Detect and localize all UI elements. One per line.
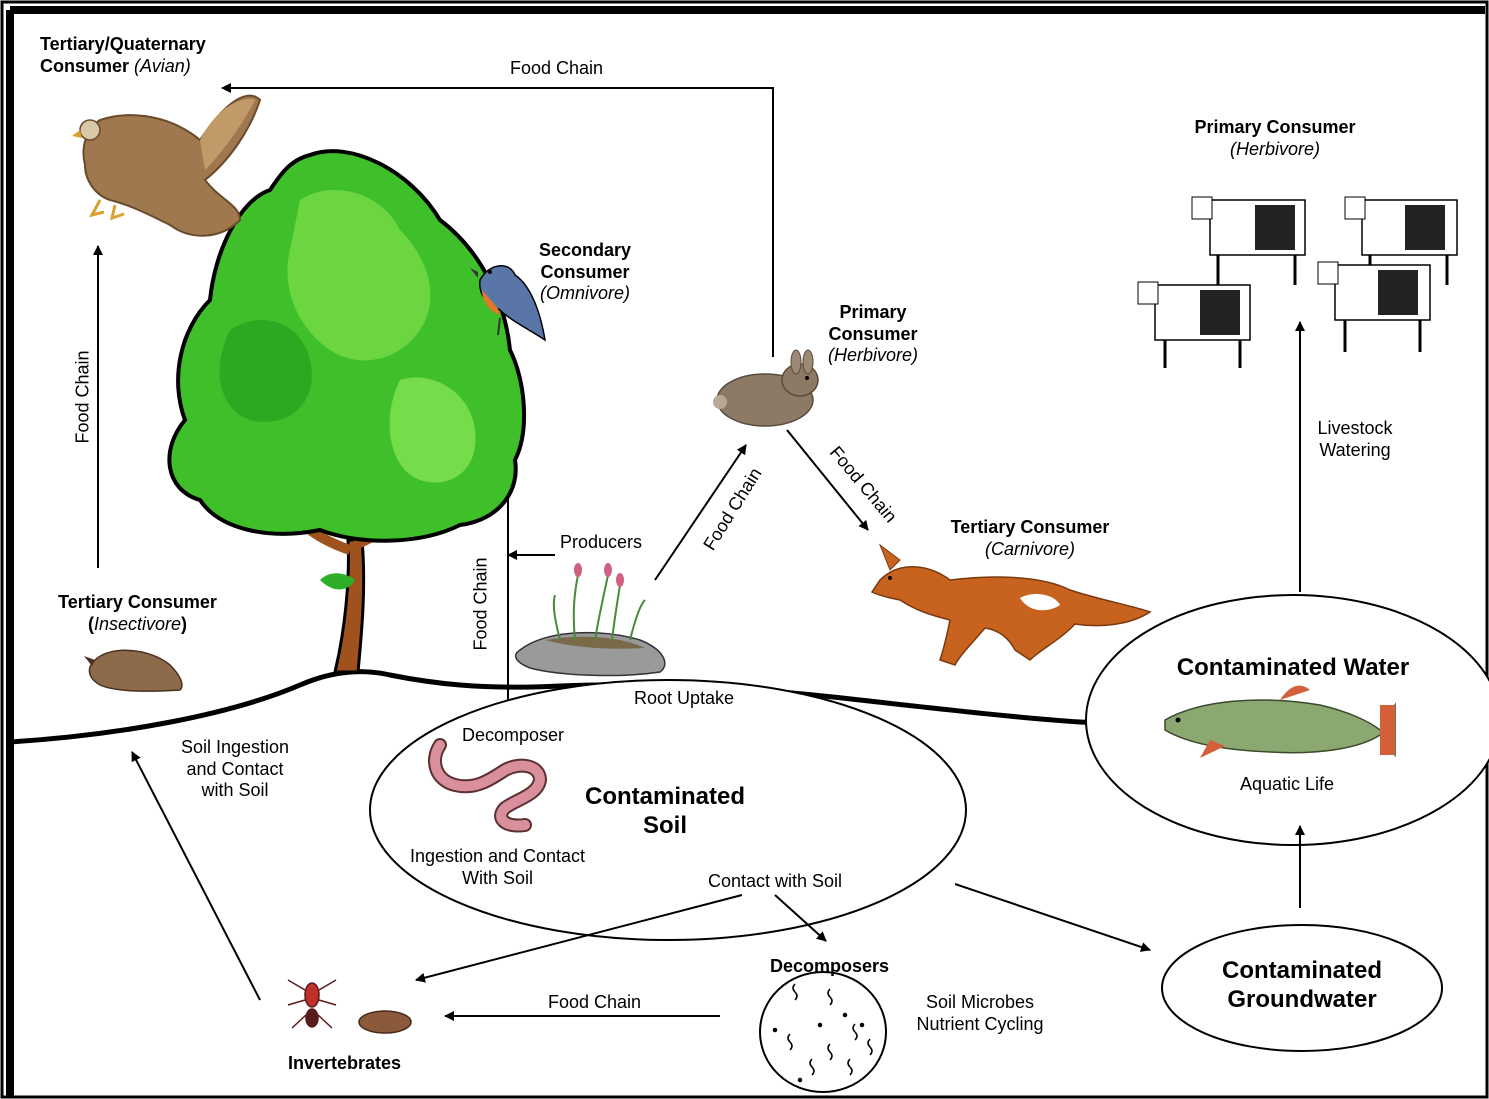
contaminated-soil-line1: Contaminated bbox=[584, 783, 745, 810]
decomposers-label: Decomposers bbox=[770, 956, 890, 976]
livestock-line2: Watering bbox=[1319, 439, 1391, 460]
primary-rabbit-line2: Consumer bbox=[828, 323, 918, 344]
consumer-word: Consumer bbox=[40, 55, 130, 76]
secondary-consumer-label: Secondary Consumer (Omnivore) bbox=[520, 240, 650, 305]
contaminated-water-label: Contaminated Water bbox=[1176, 654, 1410, 681]
tertiary-fox-line1: Tertiary Consumer bbox=[950, 517, 1110, 537]
contaminated-groundwater-line1: Contaminated bbox=[1221, 957, 1382, 984]
decomposers-circle bbox=[759, 971, 887, 1093]
rabbit-illustration bbox=[713, 349, 819, 427]
soil-microbes-line2: Nutrient Cycling bbox=[916, 1013, 1044, 1034]
arrow-food-chain-top bbox=[221, 83, 774, 357]
insectivore-close-paren: ) bbox=[181, 613, 188, 634]
soil-ingestion-line3: with Soil bbox=[201, 780, 269, 801]
primary-rabbit-line1: Primary bbox=[839, 302, 907, 322]
tertiary-quaternary-line2: Consumer (Avian) bbox=[40, 56, 250, 78]
small-bird-illustration bbox=[470, 265, 547, 342]
soil-microbes-line1: Soil Microbes bbox=[925, 992, 1035, 1012]
contaminated-soil-ellipse bbox=[369, 679, 967, 941]
arrow-soil-to-groundwater bbox=[954, 883, 1151, 952]
invertebrates-label: Invertebrates bbox=[288, 1053, 402, 1073]
arrow-soil-to-decomposers bbox=[774, 894, 827, 942]
aquatic-life-label: Aquatic Life bbox=[1240, 774, 1335, 794]
insectivore-line: (Insectivore) bbox=[30, 614, 245, 636]
herbivore-rabbit-label: (Herbivore) bbox=[827, 345, 919, 366]
insectivore-label: Insectivore bbox=[93, 613, 182, 634]
root-uptake-label: Root Uptake bbox=[634, 688, 735, 708]
contaminated-soil-label: Contaminated Soil bbox=[565, 783, 765, 841]
tertiary-quaternary-line1: Tertiary/Quaternary bbox=[40, 34, 206, 54]
soil-ingestion-label: Soil Ingestion and Contact with Soil bbox=[160, 737, 310, 802]
contaminated-groundwater-label: Contaminated Groundwater bbox=[1182, 957, 1422, 1015]
eagle-illustration bbox=[72, 94, 262, 237]
fox-illustration bbox=[870, 543, 1152, 666]
insectivore-open-paren: ( bbox=[87, 613, 94, 634]
primary-consumer-cows-label: Primary Consumer (Herbivore) bbox=[1165, 117, 1385, 160]
worm-illustration bbox=[428, 738, 548, 833]
arrow-food-chain-diag-up bbox=[654, 444, 747, 581]
microbes-illustration bbox=[772, 983, 873, 1083]
tertiary-quaternary-label: Tertiary/Quaternary Consumer (Avian) bbox=[40, 34, 250, 77]
ingestion-contact-line2: With Soil bbox=[461, 867, 533, 888]
ingestion-contact-line1: Ingestion and Contact bbox=[409, 846, 586, 866]
primary-cow-line1: Primary Consumer bbox=[1194, 117, 1356, 137]
arrow-soil-to-invertebrates bbox=[415, 894, 743, 983]
food-chain-bottom-label: Food Chain bbox=[548, 992, 642, 1012]
livestock-line1: Livestock bbox=[1317, 418, 1393, 438]
contaminated-groundwater-line2: Groundwater bbox=[1227, 985, 1377, 1013]
producers-label: Producers bbox=[560, 532, 643, 552]
carnivore-label: (Carnivore) bbox=[984, 538, 1076, 559]
soil-ingestion-line2: and Contact bbox=[186, 758, 284, 779]
secondary-line2: Consumer bbox=[540, 261, 630, 282]
tertiary-consumer-mole-label: Tertiary Consumer (Insectivore) bbox=[30, 592, 245, 635]
decomposer-label: Decomposer bbox=[462, 725, 565, 745]
invertebrates-illustration bbox=[287, 979, 412, 1034]
contaminated-groundwater-ellipse bbox=[1161, 924, 1443, 1052]
food-chain-top-label: Food Chain bbox=[510, 58, 604, 78]
secondary-line1: Secondary bbox=[538, 240, 632, 260]
arrow-invertebrates-to-mole bbox=[131, 751, 261, 1001]
avian-label: (Avian) bbox=[134, 55, 191, 76]
omnivore-label: (Omnivore) bbox=[539, 283, 630, 304]
arrows bbox=[93, 83, 1305, 1021]
tertiary-consumer-fox-label: Tertiary Consumer (Carnivore) bbox=[925, 517, 1135, 560]
tertiary-mole-line1: Tertiary Consumer bbox=[58, 592, 217, 612]
mole-illustration bbox=[84, 649, 183, 692]
food-chain-tree-label: Food Chain bbox=[470, 557, 491, 651]
soil-microbes-label: Soil Microbes Nutrient Cycling bbox=[895, 992, 1065, 1035]
arrow-food-chain-diag-down bbox=[786, 429, 869, 531]
food-chain-left-label: Food Chain bbox=[72, 350, 93, 444]
livestock-watering-label: Livestock Watering bbox=[1300, 418, 1410, 461]
contact-with-soil-label: Contact with Soil bbox=[708, 871, 843, 891]
contaminated-soil-line2: Soil bbox=[642, 811, 687, 839]
herbivore-cow-label: (Herbivore) bbox=[1229, 138, 1321, 159]
tree-illustration bbox=[167, 149, 526, 674]
fish-illustration bbox=[1164, 685, 1396, 758]
ingestion-contact-label: Ingestion and Contact With Soil bbox=[385, 846, 610, 889]
primary-consumer-rabbit-label: Primary Consumer (Herbivore) bbox=[808, 302, 938, 367]
soil-ingestion-line1: Soil Ingestion bbox=[180, 737, 290, 757]
cows-illustration bbox=[1137, 196, 1458, 368]
producers-illustration bbox=[514, 563, 666, 677]
